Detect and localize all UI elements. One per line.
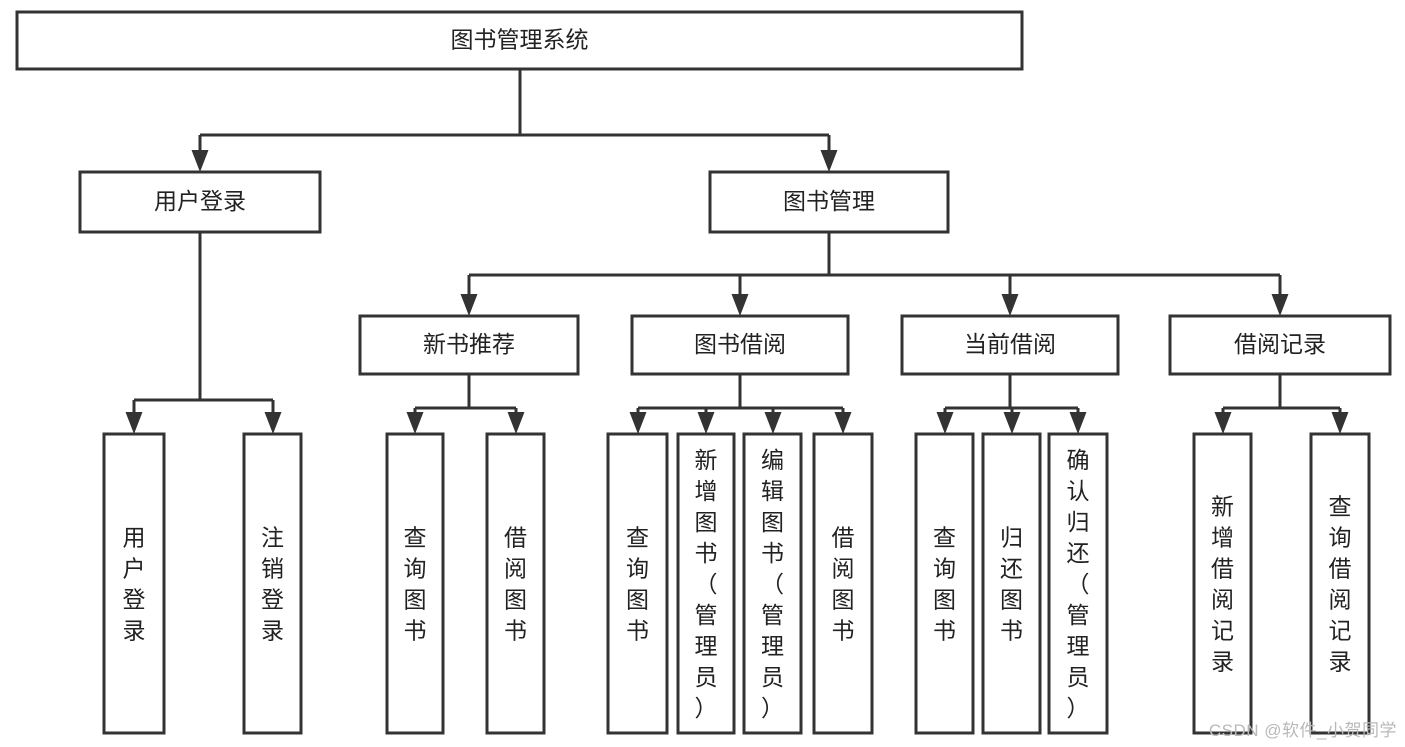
node-box[interactable] [708, 170, 950, 234]
node-label: 归还图书 [1000, 525, 1023, 644]
node-box[interactable] [358, 314, 580, 376]
node-new-book-recommend[interactable]: 新书推荐 [358, 314, 580, 376]
node-box[interactable] [606, 432, 669, 735]
node-leaf-borrow-book-bor[interactable]: 借阅图书 [812, 432, 874, 735]
node-leaf-logout[interactable]: 注销登录 [242, 432, 303, 735]
node-box[interactable] [630, 314, 850, 376]
arrow-head-icon [1001, 294, 1019, 316]
node-box[interactable] [742, 432, 803, 735]
node-box[interactable] [676, 432, 736, 735]
edge-group-user-login [125, 232, 282, 434]
node-box[interactable] [242, 432, 303, 735]
node-leaf-add-book[interactable]: 新增图书（管理员） [676, 432, 736, 735]
edge-group-current-borrow [936, 374, 1087, 434]
node-leaf-query-book-cur[interactable]: 查询图书 [914, 432, 975, 735]
node-leaf-query-book-rec[interactable]: 查询图书 [385, 432, 445, 735]
node-box[interactable] [78, 170, 322, 234]
node-box[interactable] [1309, 432, 1371, 735]
node-box[interactable] [914, 432, 975, 735]
node-label: 图书管理 [783, 188, 875, 214]
node-label: 注销登录 [261, 525, 284, 644]
node-label: 新增借阅记录 [1211, 494, 1234, 675]
node-label: 编辑图书（管理员） [761, 447, 784, 721]
node-label: 借阅记录 [1234, 331, 1326, 357]
arrow-head-icon [764, 412, 782, 434]
node-label: 用户登录 [154, 188, 246, 214]
arrow-head-icon [191, 150, 209, 172]
node-label: 借阅图书 [504, 525, 527, 644]
node-leaf-confirm-return[interactable]: 确认归还（管理员） [1047, 432, 1109, 735]
node-leaf-edit-book[interactable]: 编辑图书（管理员） [742, 432, 803, 735]
arrow-head-icon [1331, 412, 1349, 434]
node-label: 新增图书（管理员） [695, 447, 718, 721]
node-box[interactable] [1192, 432, 1253, 735]
node-label: 确认归还（管理员） [1067, 447, 1090, 721]
arrow-head-icon [629, 412, 647, 434]
node-leaf-query-book-bor[interactable]: 查询图书 [606, 432, 669, 735]
node-label: 查询图书 [933, 525, 956, 644]
node-label: 图书管理系统 [451, 27, 589, 53]
arrow-head-icon [1271, 294, 1289, 316]
node-box[interactable] [812, 432, 874, 735]
node-box[interactable] [15, 10, 1024, 71]
node-book-borrow[interactable]: 图书借阅 [630, 314, 850, 376]
node-leaf-add-record[interactable]: 新增借阅记录 [1192, 432, 1253, 735]
node-label: 借阅图书 [832, 525, 855, 644]
arrow-head-icon [820, 150, 838, 172]
node-current-borrow[interactable]: 当前借阅 [900, 314, 1120, 376]
edge-group-new-book-recommend [406, 374, 525, 434]
node-leaf-borrow-book-rec[interactable]: 借阅图书 [485, 432, 546, 735]
edge-group-book-manage [460, 232, 1289, 316]
arrow-head-icon [834, 412, 852, 434]
node-user-login[interactable]: 用户登录 [78, 170, 322, 234]
arrow-head-icon [406, 412, 424, 434]
node-label: 用户登录 [123, 525, 146, 644]
node-borrow-record[interactable]: 借阅记录 [1168, 314, 1392, 376]
node-box[interactable] [102, 432, 166, 735]
nodes-layer: 图书管理系统用户登录图书管理新书推荐图书借阅当前借阅借阅记录用户登录注销登录查询… [15, 10, 1392, 735]
node-box[interactable] [981, 432, 1042, 735]
arrow-head-icon [460, 294, 478, 316]
arrow-head-icon [1003, 412, 1021, 434]
edge-group-book-borrow [629, 374, 852, 434]
edge-group-borrow-record [1214, 374, 1349, 434]
arrow-head-icon [697, 412, 715, 434]
node-box[interactable] [1168, 314, 1392, 376]
node-label: 查询图书 [626, 525, 649, 644]
node-box[interactable] [1047, 432, 1109, 735]
node-label: 查询借阅记录 [1329, 494, 1352, 675]
arrow-head-icon [936, 412, 954, 434]
node-label: 查询图书 [404, 525, 427, 644]
arrow-head-icon [507, 412, 525, 434]
node-book-manage[interactable]: 图书管理 [708, 170, 950, 234]
node-label: 图书借阅 [694, 331, 786, 357]
edges-layer [125, 69, 1349, 434]
node-label: 当前借阅 [964, 331, 1056, 357]
node-leaf-return-book[interactable]: 归还图书 [981, 432, 1042, 735]
node-box[interactable] [485, 432, 546, 735]
node-box[interactable] [900, 314, 1120, 376]
node-leaf-user-login[interactable]: 用户登录 [102, 432, 166, 735]
arrow-head-icon [731, 294, 749, 316]
edge-group-root [191, 69, 838, 172]
arrow-head-icon [125, 412, 143, 434]
node-leaf-query-record[interactable]: 查询借阅记录 [1309, 432, 1371, 735]
arrow-head-icon [264, 412, 282, 434]
node-root[interactable]: 图书管理系统 [15, 10, 1024, 71]
node-label: 新书推荐 [423, 331, 515, 357]
watermark-label: CSDN @软件_小贺同学 [1208, 721, 1397, 740]
arrow-head-icon [1069, 412, 1087, 434]
arrow-head-icon [1214, 412, 1232, 434]
node-box[interactable] [385, 432, 445, 735]
